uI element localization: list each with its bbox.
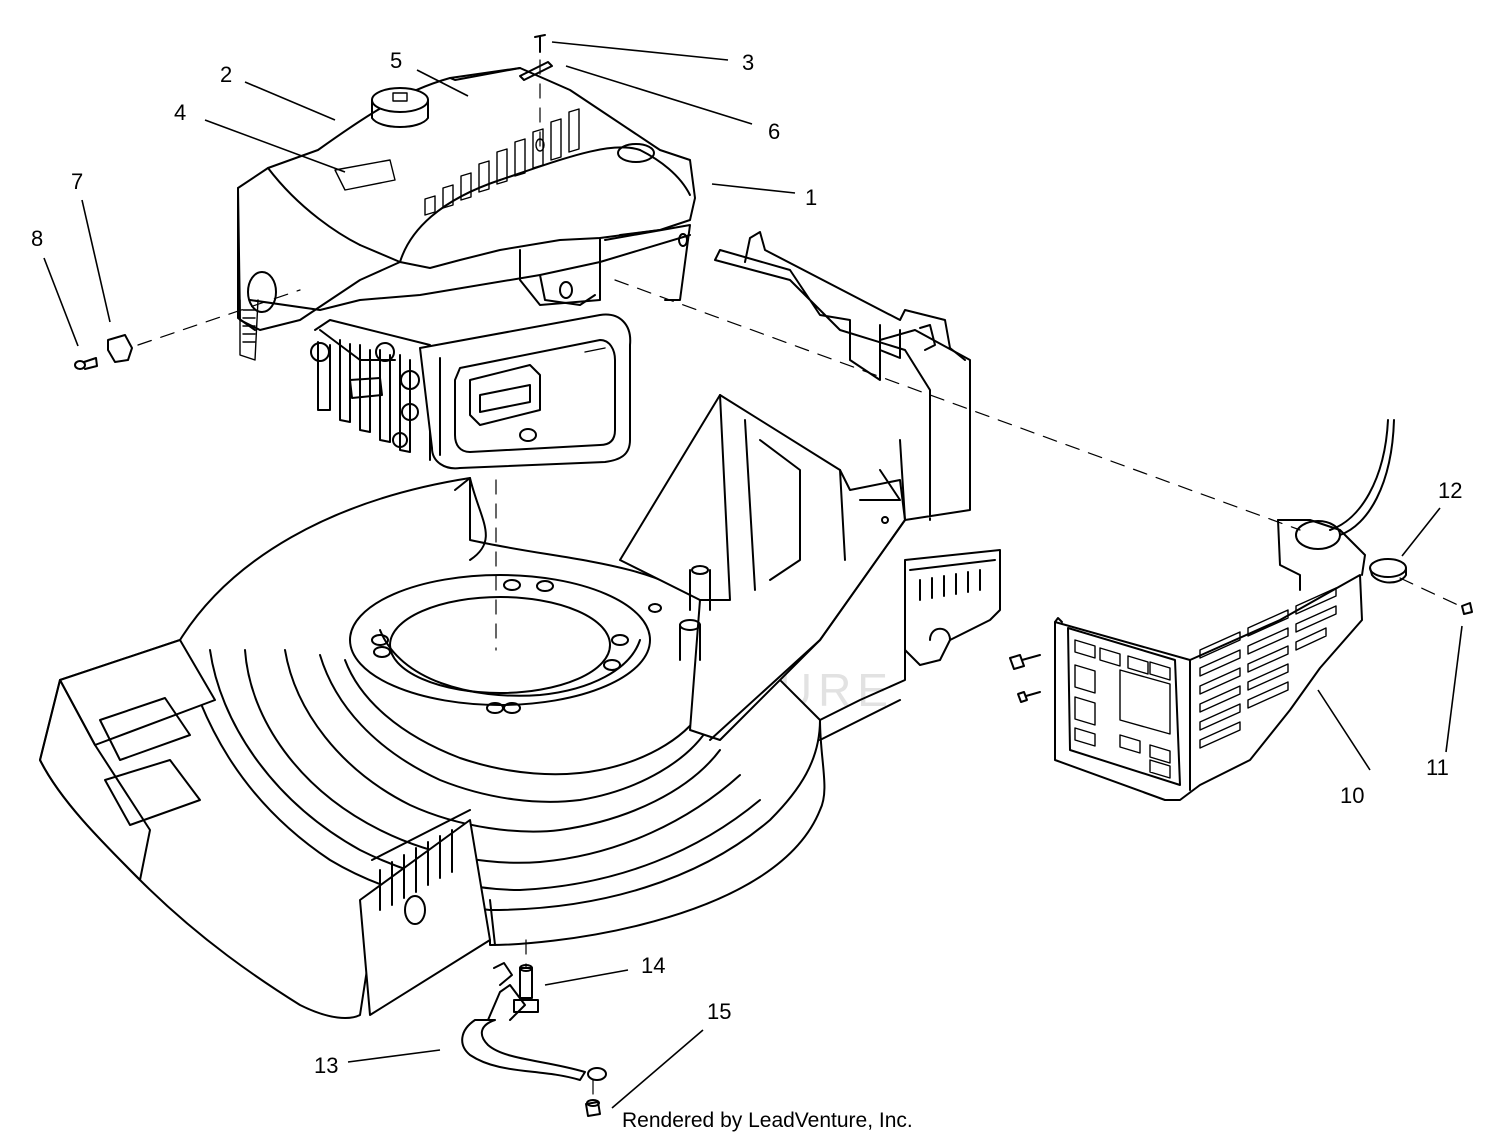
- callout-4: 4: [174, 100, 186, 125]
- callout-11: 11: [1426, 755, 1449, 780]
- callout-labels: 1 2 3 4 5 6 7 8 10 11 12 13 14 15: [31, 48, 1462, 1078]
- part-8-screw: [74, 357, 98, 370]
- credit-text: Rendered by LeadVenture, Inc.: [622, 1109, 913, 1132]
- callout-12: 12: [1438, 478, 1462, 503]
- callout-6: 6: [768, 119, 780, 144]
- callout-13: 13: [314, 1053, 338, 1078]
- callout-7: 7: [71, 169, 83, 194]
- mower-deck: [39, 231, 1001, 1019]
- callout-2: 2: [220, 62, 232, 87]
- callout-3: 3: [742, 50, 754, 75]
- engine: [237, 67, 696, 470]
- assembly-lines: [137, 59, 1461, 1101]
- part-3-screw: [534, 34, 546, 53]
- guard-screws: [1009, 654, 1041, 703]
- callout-15: 15: [707, 999, 731, 1024]
- callout-10: 10: [1340, 783, 1364, 808]
- callout-5: 5: [390, 48, 402, 73]
- callout-14: 14: [641, 953, 665, 978]
- part-14-bolt: [493, 962, 539, 1013]
- part-15-nut: [585, 1099, 601, 1117]
- callout-1: 1: [805, 185, 817, 210]
- part-6-pin: [519, 61, 553, 81]
- part-7-clip: [107, 334, 133, 363]
- part-12-knob: [1369, 558, 1407, 584]
- part-11-screw: [1461, 602, 1473, 615]
- callout-8: 8: [31, 226, 43, 251]
- part-13-deflector: [461, 984, 607, 1081]
- part-10-guard: [1054, 419, 1395, 801]
- leader-lines: [43, 41, 1463, 1109]
